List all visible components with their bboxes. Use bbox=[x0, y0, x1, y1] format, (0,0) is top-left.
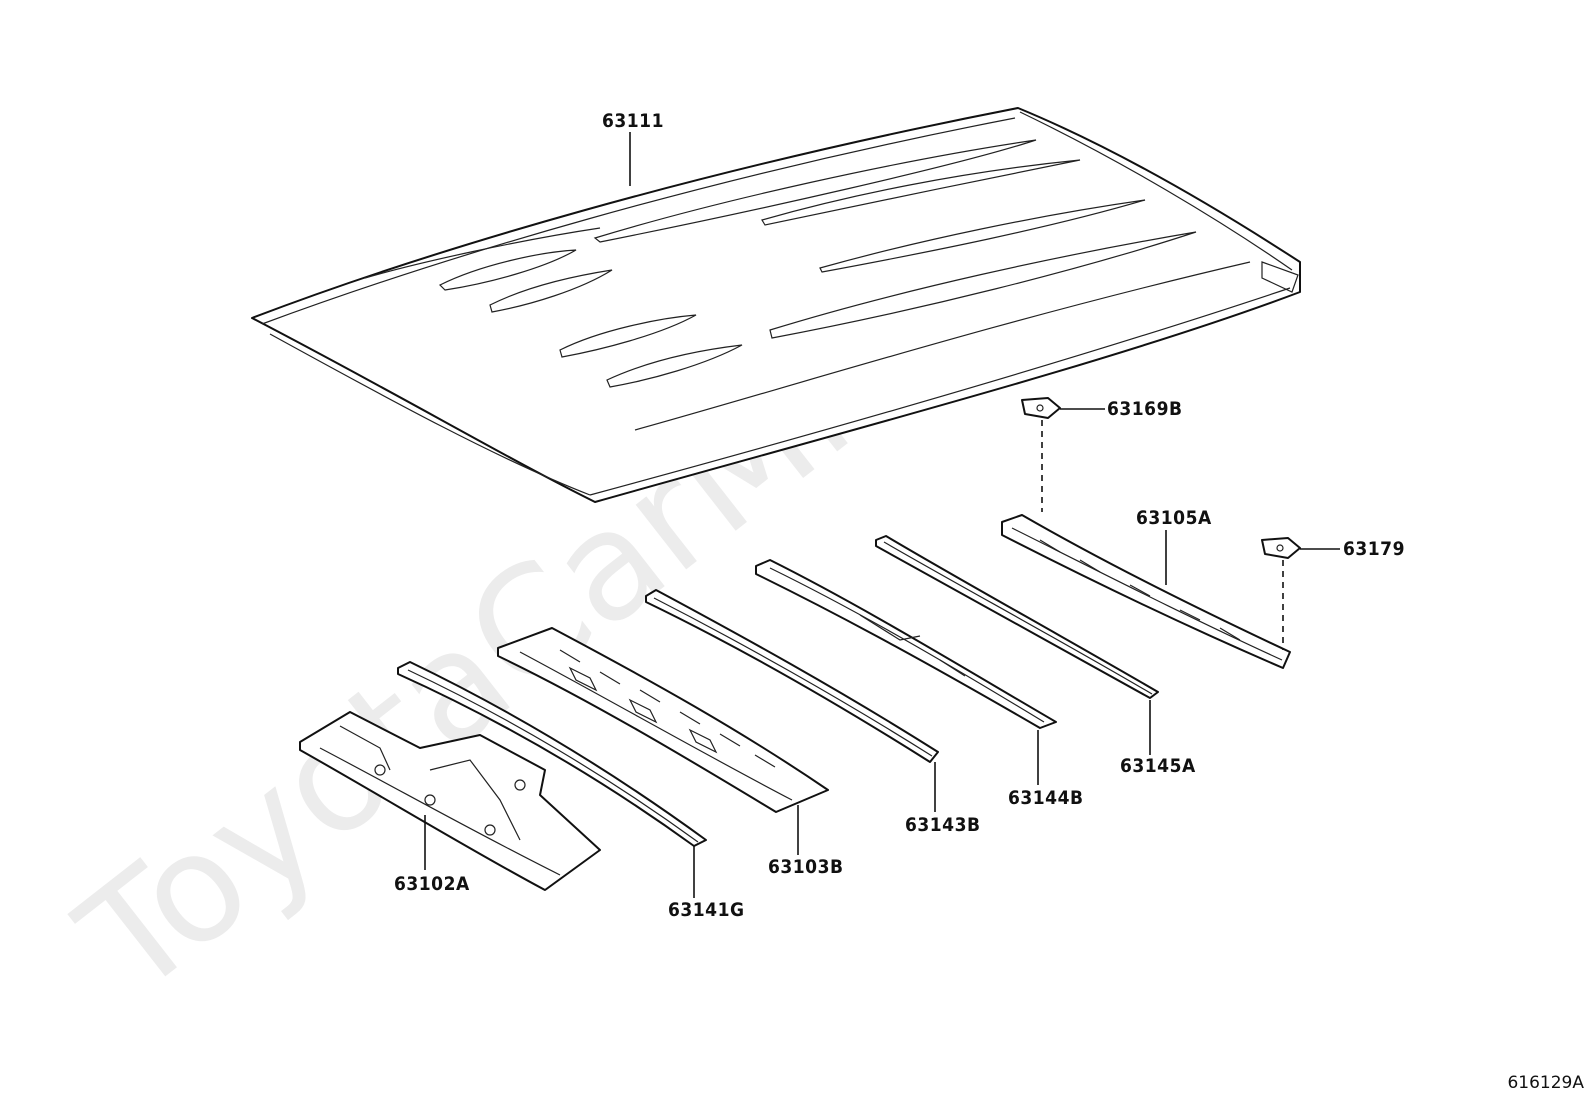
diagram-code: 616129A bbox=[1507, 1073, 1584, 1093]
label-63103B[interactable]: 63103B bbox=[768, 856, 844, 878]
label-63141G[interactable]: 63141G bbox=[668, 899, 745, 921]
label-63102A[interactable]: 63102A bbox=[394, 873, 470, 895]
plate-upper[interactable] bbox=[1021, 397, 1061, 419]
roof-bow-3[interactable] bbox=[755, 559, 1057, 729]
label-63144B[interactable]: 63144B bbox=[1008, 787, 1084, 809]
roof-bow-4[interactable] bbox=[875, 535, 1159, 699]
label-63179[interactable]: 63179 bbox=[1343, 538, 1405, 560]
reinforcement-rear[interactable] bbox=[1001, 514, 1291, 669]
plate-rear[interactable] bbox=[1261, 537, 1301, 559]
label-63169B[interactable]: 63169B bbox=[1107, 398, 1183, 420]
label-63143B[interactable]: 63143B bbox=[905, 814, 981, 836]
label-63105A[interactable]: 63105A bbox=[1136, 507, 1212, 529]
roof-bow-1[interactable] bbox=[397, 661, 707, 847]
roof-bow-2[interactable] bbox=[645, 589, 939, 763]
label-63111[interactable]: 63111 bbox=[602, 110, 664, 132]
roof-panel[interactable] bbox=[251, 107, 1301, 503]
label-63145A[interactable]: 63145A bbox=[1120, 755, 1196, 777]
reinforcement-center[interactable] bbox=[497, 627, 829, 813]
reinforcement-front[interactable] bbox=[299, 711, 601, 891]
